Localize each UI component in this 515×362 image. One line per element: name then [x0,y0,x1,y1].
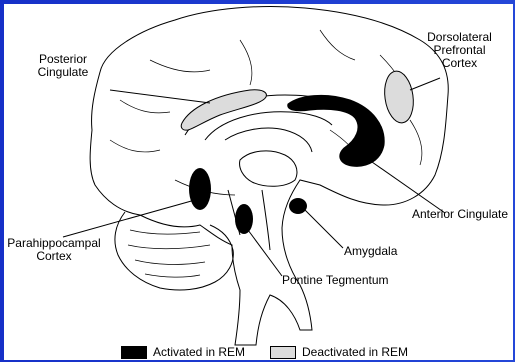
anterior-cingulate-region [288,95,384,166]
legend-label-deactivated: Deactivated in REM [302,346,408,359]
label-dorsolateral-prefrontal-cortex: Dorsolateral Prefrontal Cortex [412,31,507,70]
inner-arc [205,112,332,140]
label-dlpfc-line3: Cortex [412,57,507,70]
thalamus-outline [240,151,297,186]
leader-parahippocampal [63,200,195,237]
fornix [225,128,312,152]
label-anterior-cingulate: Anterior Cingulate [412,208,508,221]
label-parahippocampal-cortex: Parahippocampal Cortex [6,237,102,263]
label-posterior-cingulate: Posterior Cingulate [28,53,98,79]
legend-label-activated: Activated in REM [153,346,245,359]
label-pontine-tegmentum: Pontine Tegmentum [282,274,389,287]
leader-posterior-cingulate [110,90,210,103]
cerebellum-outline [115,212,233,290]
cerebellum-folds [128,230,210,277]
dorsolateral-prefrontal-region [382,69,417,124]
leader-dlpfc [410,78,440,90]
legend-swatch-activated [121,346,147,359]
brain-outline [90,7,448,346]
amygdala-region [289,198,307,214]
label-amygdala: Amygdala [344,245,397,258]
legend-swatch-deactivated [270,346,296,359]
label-posterior-cingulate-line2: Cingulate [28,66,98,79]
leader-pontine [248,230,282,276]
leader-amygdala [305,210,343,248]
pontine-tegmentum-region [235,204,253,234]
label-parahippocampal-line2: Cortex [6,250,102,263]
parahippocampal-region [189,168,211,210]
